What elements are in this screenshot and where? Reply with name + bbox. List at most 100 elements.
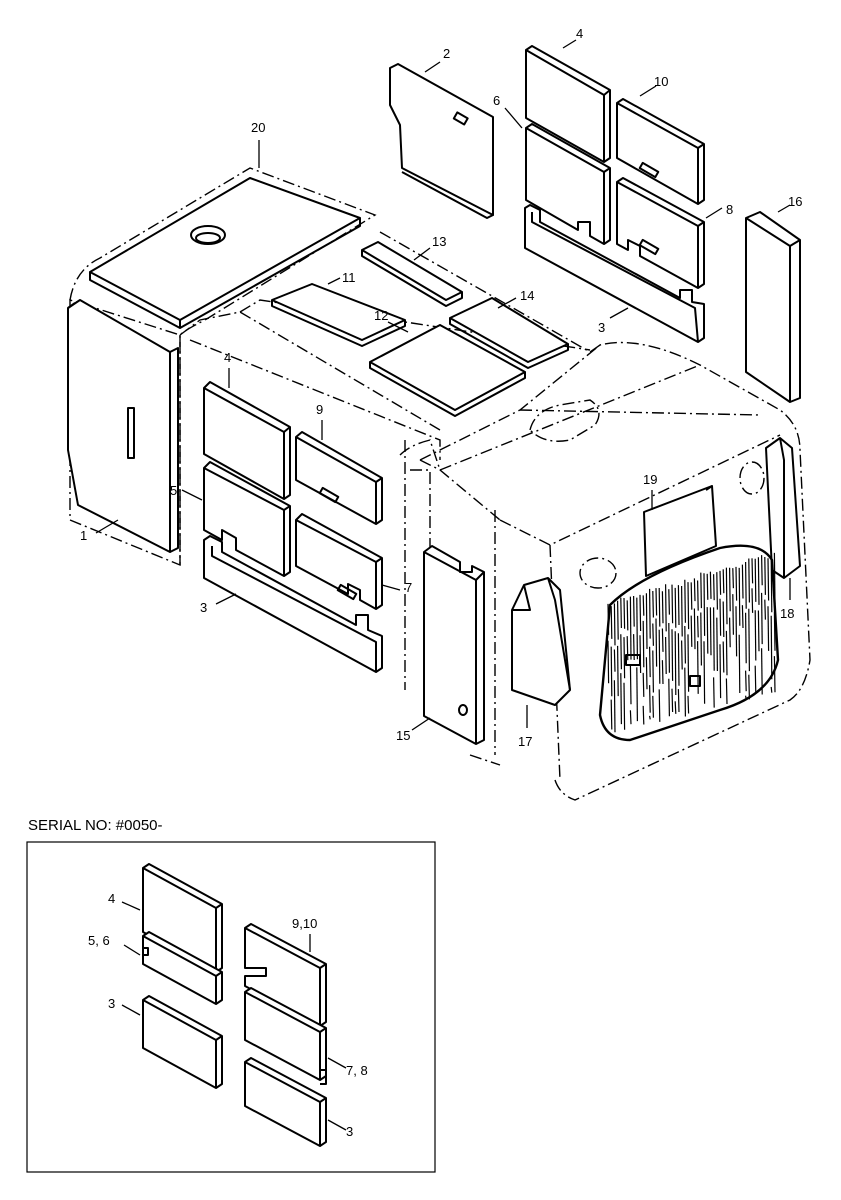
panel-16 [745, 211, 801, 403]
roof-insulation-group [271, 241, 569, 417]
grille-line [613, 649, 616, 672]
grille-line [687, 634, 690, 692]
grille-line [668, 678, 670, 717]
label-14: 14 [520, 288, 534, 303]
pad-7-left [295, 513, 383, 610]
radiator-grille [598, 544, 780, 742]
grille-line [642, 595, 645, 616]
label-17: 17 [518, 734, 532, 749]
grille-line [661, 628, 664, 652]
grille-line [693, 578, 696, 602]
grille-line [764, 599, 766, 620]
grille-line [761, 592, 763, 645]
grille-line [617, 600, 619, 640]
grille-line [754, 665, 757, 694]
grille-line [613, 680, 616, 733]
grille-line [716, 572, 718, 610]
label-6: 6 [493, 93, 500, 108]
grille-line [649, 646, 651, 678]
grille-line [652, 650, 654, 693]
grille-line [725, 630, 728, 676]
grille-line [761, 648, 763, 695]
grille-line [770, 615, 773, 680]
serial-pad-56 [142, 931, 223, 1005]
grille-line [709, 607, 712, 656]
grille-line [658, 689, 661, 722]
grille-line [697, 580, 699, 611]
label-2: 2 [443, 46, 450, 61]
label-13: 13 [432, 234, 446, 249]
grille-line [633, 595, 635, 627]
pad-4-left [203, 381, 291, 500]
grille-line [748, 558, 750, 603]
cab-housing-outline [69, 167, 811, 801]
grille-line [741, 605, 744, 629]
grille-line [661, 591, 664, 624]
grille-line [697, 615, 699, 638]
grille-line [668, 622, 670, 673]
grille-line [677, 585, 680, 626]
grille-line [732, 568, 734, 589]
grille-line [738, 567, 741, 626]
grille-line [687, 582, 690, 630]
grille-line [642, 672, 645, 697]
grille-line [735, 606, 738, 657]
grille-line [649, 588, 651, 639]
grille-line [652, 695, 654, 718]
label-9: 9 [316, 402, 323, 417]
grille-line [626, 600, 629, 631]
grille-line [719, 598, 722, 636]
grille-line [658, 629, 661, 684]
grille-line [729, 617, 731, 648]
grille-line [748, 608, 750, 672]
grille-line [613, 603, 616, 646]
grille-line [700, 572, 702, 609]
grille-line [629, 710, 632, 725]
grille-line [751, 588, 754, 613]
grille-line [671, 629, 674, 681]
grille-line [645, 593, 648, 650]
grille-line [719, 644, 722, 699]
grille-line [773, 612, 776, 651]
roof-panel-20 [89, 177, 361, 329]
grille-line [773, 552, 776, 605]
grille-line [623, 682, 626, 730]
grille-line [703, 641, 706, 704]
label-19: 19 [643, 472, 657, 487]
grille-line [617, 645, 619, 697]
label-4a: 4 [576, 26, 583, 41]
pad-6-upper [525, 123, 611, 245]
grille-line [655, 618, 658, 667]
serial-label-910: 9,10 [292, 916, 317, 931]
grille-line [665, 636, 667, 675]
serial-frame [26, 841, 436, 1173]
label-3a: 3 [598, 320, 605, 335]
grille-line [693, 608, 696, 650]
grille-line [690, 615, 693, 647]
pad-10-upper [616, 98, 705, 205]
grille-line [674, 631, 677, 696]
grille-line [645, 657, 648, 690]
grille-line [620, 673, 622, 725]
grille-line [738, 634, 741, 694]
grille-line [642, 705, 645, 725]
grille-line [745, 695, 747, 700]
grille-line [706, 573, 709, 600]
serial-pad-910 [244, 923, 327, 1027]
grille-line [764, 556, 766, 595]
grille-line [741, 564, 744, 599]
grille-line [773, 656, 776, 693]
grille-line [649, 715, 651, 720]
label-16: 16 [788, 194, 802, 209]
grille-line [725, 678, 728, 705]
grille-line [709, 571, 712, 599]
grille-line [674, 701, 677, 714]
grille-line [620, 597, 622, 629]
serial-label-78: 7, 8 [346, 1063, 368, 1078]
grille-line [629, 664, 632, 705]
grille-line [745, 670, 747, 692]
grille-line [626, 636, 629, 661]
left-side-panels [203, 381, 383, 673]
serial-label-4: 4 [108, 891, 115, 906]
label-12: 12 [374, 308, 388, 323]
